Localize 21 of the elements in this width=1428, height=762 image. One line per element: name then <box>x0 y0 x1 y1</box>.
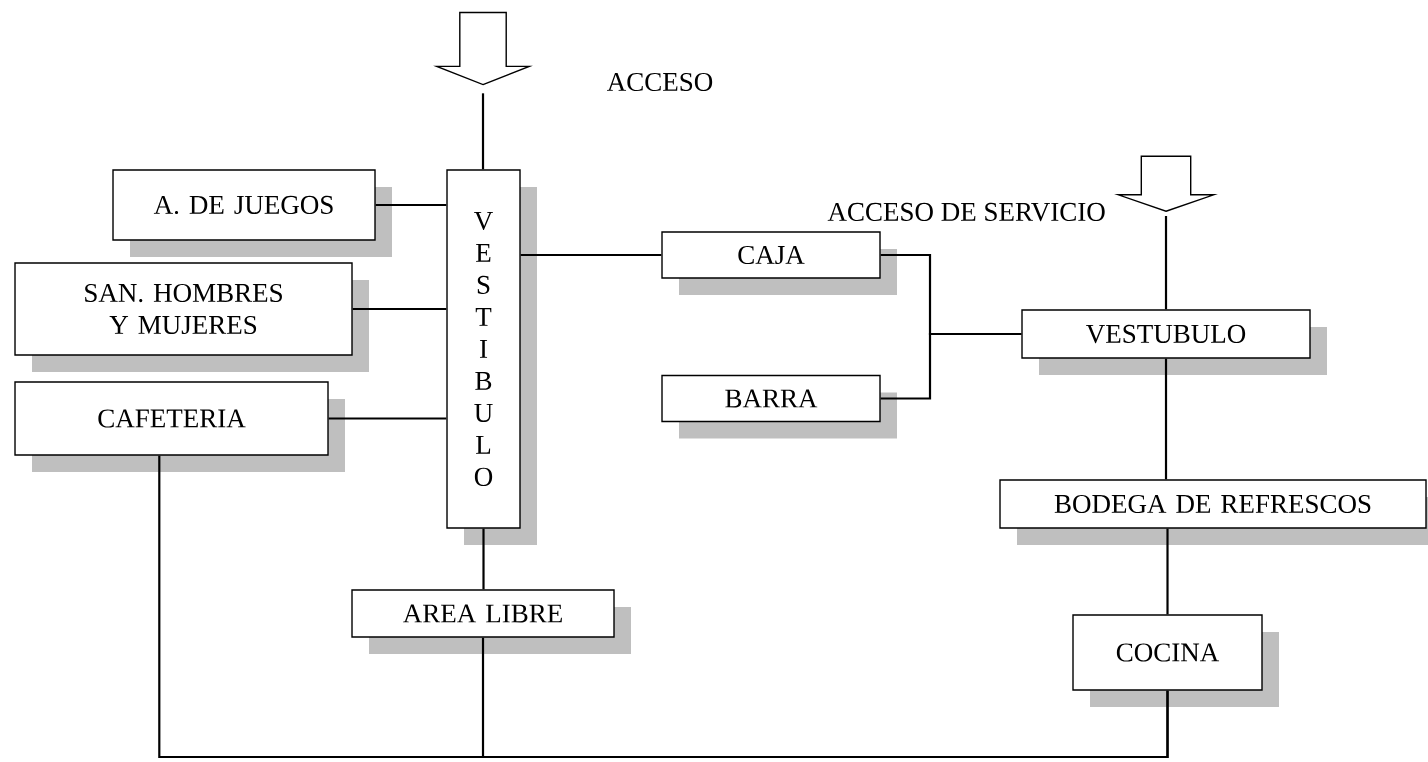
connector-line <box>520 253 662 257</box>
room-box: BARRA <box>661 374 897 439</box>
access-label: ACCESO DE SERVICIO <box>827 202 1105 222</box>
room-box: VESTUBULO <box>1021 309 1327 375</box>
connector-line <box>481 637 1169 759</box>
room-box: COCINA <box>1072 614 1279 707</box>
connector-line <box>375 203 447 207</box>
connector-line <box>880 332 1022 400</box>
room-box: BODEGA DE REFRESCOS <box>999 479 1428 545</box>
room-box: SAN. HOMBRES Y MUJERES <box>14 262 369 372</box>
connector-line <box>328 417 447 420</box>
room-box: AREA LIBRE <box>351 589 631 654</box>
room-box: A. DE JUEGOS <box>112 169 392 257</box>
room-box: VESTIBULO <box>446 169 537 545</box>
connector-line <box>482 528 485 590</box>
room-box: CAJA <box>661 231 897 295</box>
connector-line <box>352 307 447 311</box>
room-box: CAFETERIA <box>14 381 345 472</box>
access-label: ACCESO <box>607 72 713 92</box>
connector-line <box>1164 358 1168 480</box>
connector-line <box>1166 528 1169 615</box>
